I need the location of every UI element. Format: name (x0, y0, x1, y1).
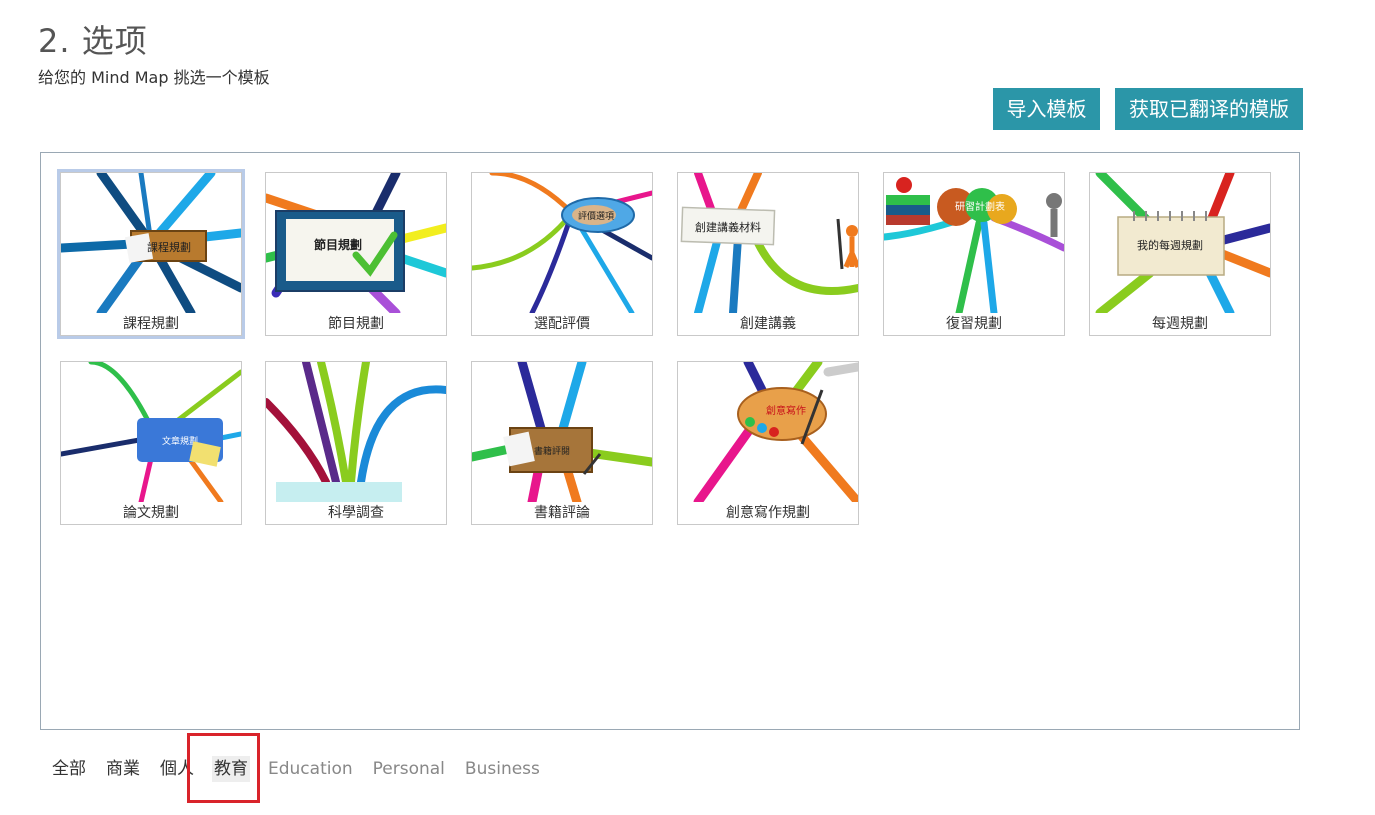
template-card[interactable]: 文章規劃 論文規劃 (60, 361, 242, 525)
template-card[interactable]: 節目規劃 節目規劃 (265, 172, 447, 336)
template-label: 課程規劃 (61, 315, 241, 333)
template-gallery: 課程規劃 課程規劃 節目規劃 節目規劃 (40, 152, 1300, 730)
thumbnail-center-text: 課程規劃 (147, 240, 191, 254)
get-translated-template-button[interactable]: 获取已翻译的模版 (1115, 88, 1303, 130)
page-subtitle: 给您的 Mind Map 挑选一个模板 (38, 68, 270, 87)
filter-education[interactable]: Education (268, 759, 353, 779)
template-label: 創建講義 (678, 315, 858, 333)
mindmap-thumbnail: 節目規劃 (266, 173, 446, 313)
step-label: 选项 (81, 22, 148, 60)
thumbnail-center-text: 節目規劃 (314, 237, 362, 252)
template-label: 科學調查 (266, 504, 446, 522)
template-label: 書籍評論 (472, 504, 652, 522)
filter-personal[interactable]: Personal (372, 759, 445, 779)
template-label: 每週規劃 (1090, 315, 1270, 333)
category-filter-bar: 全部 商業 個人 教育 Education Personal Business (50, 756, 558, 782)
template-label: 選配評價 (472, 315, 652, 333)
mindmap-thumbnail: 評價選項 (472, 173, 652, 313)
template-card[interactable]: 創意寫作 創意寫作規劃 (677, 361, 859, 525)
mindmap-thumbnail: 文章規劃 (61, 362, 241, 502)
mindmap-thumbnail: 我的每週規劃 (1095, 173, 1270, 313)
template-card[interactable]: 書籍評閱 書籍評論 (471, 361, 653, 525)
template-card[interactable]: 我的每週規劃 每週規劃 (1089, 172, 1271, 336)
import-template-button[interactable]: 导入模板 (993, 88, 1100, 130)
mindmap-thumbnail: 創建講義材料 (680, 173, 858, 313)
template-label: 創意寫作規劃 (678, 504, 858, 522)
template-label: 節目規劃 (266, 315, 446, 333)
step-title: 2. 选项 (38, 16, 148, 62)
step-number: 2. (38, 22, 71, 60)
template-card[interactable]: 課程規劃 課程規劃 (60, 172, 242, 336)
thumbnail-center-text: 創意寫作 (766, 404, 806, 417)
mindmap-thumbnail (266, 362, 446, 502)
template-card[interactable]: 研習計劃表 復習規劃 (883, 172, 1065, 336)
mindmap-thumbnail: 課程規劃 (61, 173, 241, 313)
template-label: 論文規劃 (61, 504, 241, 522)
template-label: 復習規劃 (884, 315, 1064, 333)
mindmap-thumbnail: 研習計劃表 (884, 177, 1064, 313)
thumbnail-center-text: 書籍評閱 (534, 445, 570, 457)
filter-education-zh[interactable]: 教育 (212, 756, 250, 782)
template-card[interactable]: 創建講義材料 創建講義 (677, 172, 859, 336)
filter-business-zh[interactable]: 商業 (106, 759, 140, 779)
mindmap-thumbnail: 創意寫作 (693, 362, 858, 502)
template-card[interactable]: 評價選項 選配評價 (471, 172, 653, 336)
thumbnail-center-text: 研習計劃表 (955, 200, 1005, 213)
template-card[interactable]: 科學調查 (265, 361, 447, 525)
filter-all[interactable]: 全部 (52, 759, 86, 779)
thumbnail-center-text: 創建講義材料 (695, 220, 761, 234)
filter-business[interactable]: Business (464, 759, 540, 779)
mindmap-thumbnail: 書籍評閱 (472, 362, 652, 502)
thumbnail-center-text: 我的每週規劃 (1137, 238, 1203, 252)
filter-personal-zh[interactable]: 個人 (160, 759, 194, 779)
thumbnail-center-text: 文章規劃 (162, 435, 198, 447)
thumbnail-center-text: 評價選項 (578, 210, 614, 222)
